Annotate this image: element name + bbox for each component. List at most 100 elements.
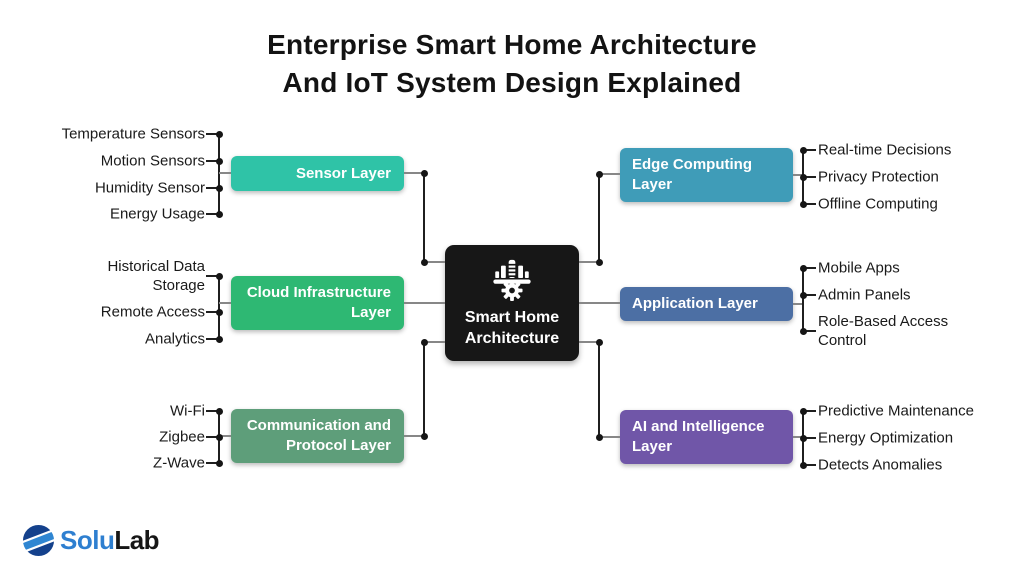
connector-line bbox=[219, 172, 231, 174]
branch-item-label: Motion Sensors bbox=[100, 152, 205, 170]
connector-line bbox=[404, 302, 445, 304]
connector-dot bbox=[595, 258, 603, 266]
connector-dot bbox=[215, 433, 223, 441]
layer-box-label: Sensor Layer bbox=[295, 164, 391, 182]
connector-dot bbox=[595, 338, 603, 346]
logo-text-lab: Lab bbox=[114, 525, 160, 555]
connector-dot bbox=[420, 258, 428, 266]
connector-line bbox=[206, 275, 219, 277]
central-node-smart-home-architecture: Smart Home Architecture bbox=[445, 245, 579, 361]
connector-line bbox=[803, 203, 816, 205]
branch-item-label: Energy Usage bbox=[109, 205, 205, 223]
connector-line bbox=[803, 437, 816, 439]
gear-analytics-icon bbox=[493, 259, 531, 301]
connector-line bbox=[219, 435, 231, 437]
branch-item-label: Historical Data Storage bbox=[107, 258, 205, 294]
connector-line bbox=[579, 261, 599, 263]
connector-line bbox=[599, 436, 620, 438]
layer-box-label: Cloud Infrastructure Layer bbox=[246, 284, 391, 321]
connector-dot bbox=[215, 157, 223, 165]
connector-dot bbox=[799, 264, 807, 272]
branch-item-label: Z-Wave bbox=[153, 454, 205, 472]
branch-item-label: Wi-Fi bbox=[170, 402, 205, 420]
branch-item-label: Mobile Apps bbox=[818, 259, 900, 277]
connector-dot bbox=[799, 407, 807, 415]
connector-dot bbox=[799, 461, 807, 469]
connector-line bbox=[803, 176, 816, 178]
connector-line bbox=[803, 330, 816, 332]
solulab-logo: SoluLab bbox=[22, 524, 160, 557]
connector-line bbox=[803, 464, 816, 466]
connector-dot bbox=[215, 335, 223, 343]
branch-item-label: Admin Panels bbox=[818, 286, 911, 304]
connector-line bbox=[579, 341, 599, 343]
solulab-sphere-icon bbox=[22, 524, 55, 557]
connector-line bbox=[206, 133, 219, 135]
connector-dot bbox=[799, 327, 807, 335]
connector-dot bbox=[799, 434, 807, 442]
branch-item-label: Privacy Protection bbox=[818, 168, 939, 186]
connector-line bbox=[219, 302, 231, 304]
branch-item-label: Offline Computing bbox=[818, 195, 938, 213]
connector-line bbox=[206, 311, 219, 313]
connector-line bbox=[803, 294, 816, 296]
connector-line bbox=[404, 435, 424, 437]
branch-item-label: Temperature Sensors bbox=[61, 125, 205, 143]
connector-line bbox=[206, 160, 219, 162]
connector-line bbox=[598, 342, 600, 437]
page-title: Enterprise Smart Home Architecture And I… bbox=[0, 26, 1024, 102]
connector-dot bbox=[215, 130, 223, 138]
connector-dot bbox=[799, 146, 807, 154]
logo-text-solu: Solu bbox=[60, 525, 115, 555]
layer-box-ai: AI and Intelligence Layer bbox=[620, 410, 793, 464]
layer-box-label: Communication and Protocol Layer bbox=[246, 417, 391, 454]
connector-dot bbox=[420, 338, 428, 346]
branch-item-label: Zigbee bbox=[159, 428, 205, 446]
layer-box-label: Edge Computing Layer bbox=[632, 156, 752, 193]
connector-line bbox=[579, 302, 620, 304]
connector-line bbox=[793, 174, 803, 176]
branch-item-label: Real-time Decisions bbox=[818, 141, 952, 159]
solulab-wordmark: SoluLab bbox=[60, 525, 160, 556]
connector-line bbox=[803, 410, 816, 412]
connector-dot bbox=[799, 173, 807, 181]
branch-item-label: Humidity Sensor bbox=[94, 179, 205, 197]
connector-line bbox=[793, 303, 803, 305]
branch-item-label: Detects Anomalies bbox=[818, 456, 943, 474]
branch-item-label: Remote Access bbox=[100, 303, 205, 321]
connector-line bbox=[802, 268, 804, 330]
layer-box-cloud: Cloud Infrastructure Layer bbox=[231, 276, 404, 330]
connector-line bbox=[803, 267, 816, 269]
connector-dot bbox=[215, 407, 223, 415]
title-line1: Enterprise Smart Home Architecture bbox=[267, 29, 757, 60]
connector-dot bbox=[799, 291, 807, 299]
connector-line bbox=[206, 213, 219, 215]
connector-dot bbox=[799, 200, 807, 208]
connector-line bbox=[803, 149, 816, 151]
connector-line bbox=[793, 436, 803, 438]
connector-line bbox=[424, 261, 445, 263]
connector-line bbox=[206, 338, 219, 340]
connector-line bbox=[206, 436, 219, 438]
branch-item-label: Role-Based Access Control bbox=[818, 313, 949, 349]
branch-item-label: Energy Optimization bbox=[818, 429, 954, 447]
connector-line bbox=[206, 462, 219, 464]
layer-box-edge: Edge Computing Layer bbox=[620, 148, 793, 202]
connector-line bbox=[206, 187, 219, 189]
connector-line bbox=[423, 173, 425, 262]
connector-dot bbox=[215, 459, 223, 467]
connector-line bbox=[423, 342, 425, 436]
connector-dot bbox=[420, 432, 428, 440]
connector-line bbox=[599, 173, 620, 175]
title-line2: And IoT System Design Explained bbox=[282, 67, 742, 98]
layer-box-sensor: Sensor Layer bbox=[231, 156, 404, 191]
connector-line bbox=[218, 134, 220, 214]
connector-dot bbox=[595, 170, 603, 178]
connector-dot bbox=[215, 272, 223, 280]
central-node-label-line1: Smart Home bbox=[464, 309, 560, 326]
branch-item-label: Analytics bbox=[144, 330, 205, 348]
layer-box-communication: Communication and Protocol Layer bbox=[231, 409, 404, 463]
connector-dot bbox=[215, 308, 223, 316]
connector-dot bbox=[215, 184, 223, 192]
